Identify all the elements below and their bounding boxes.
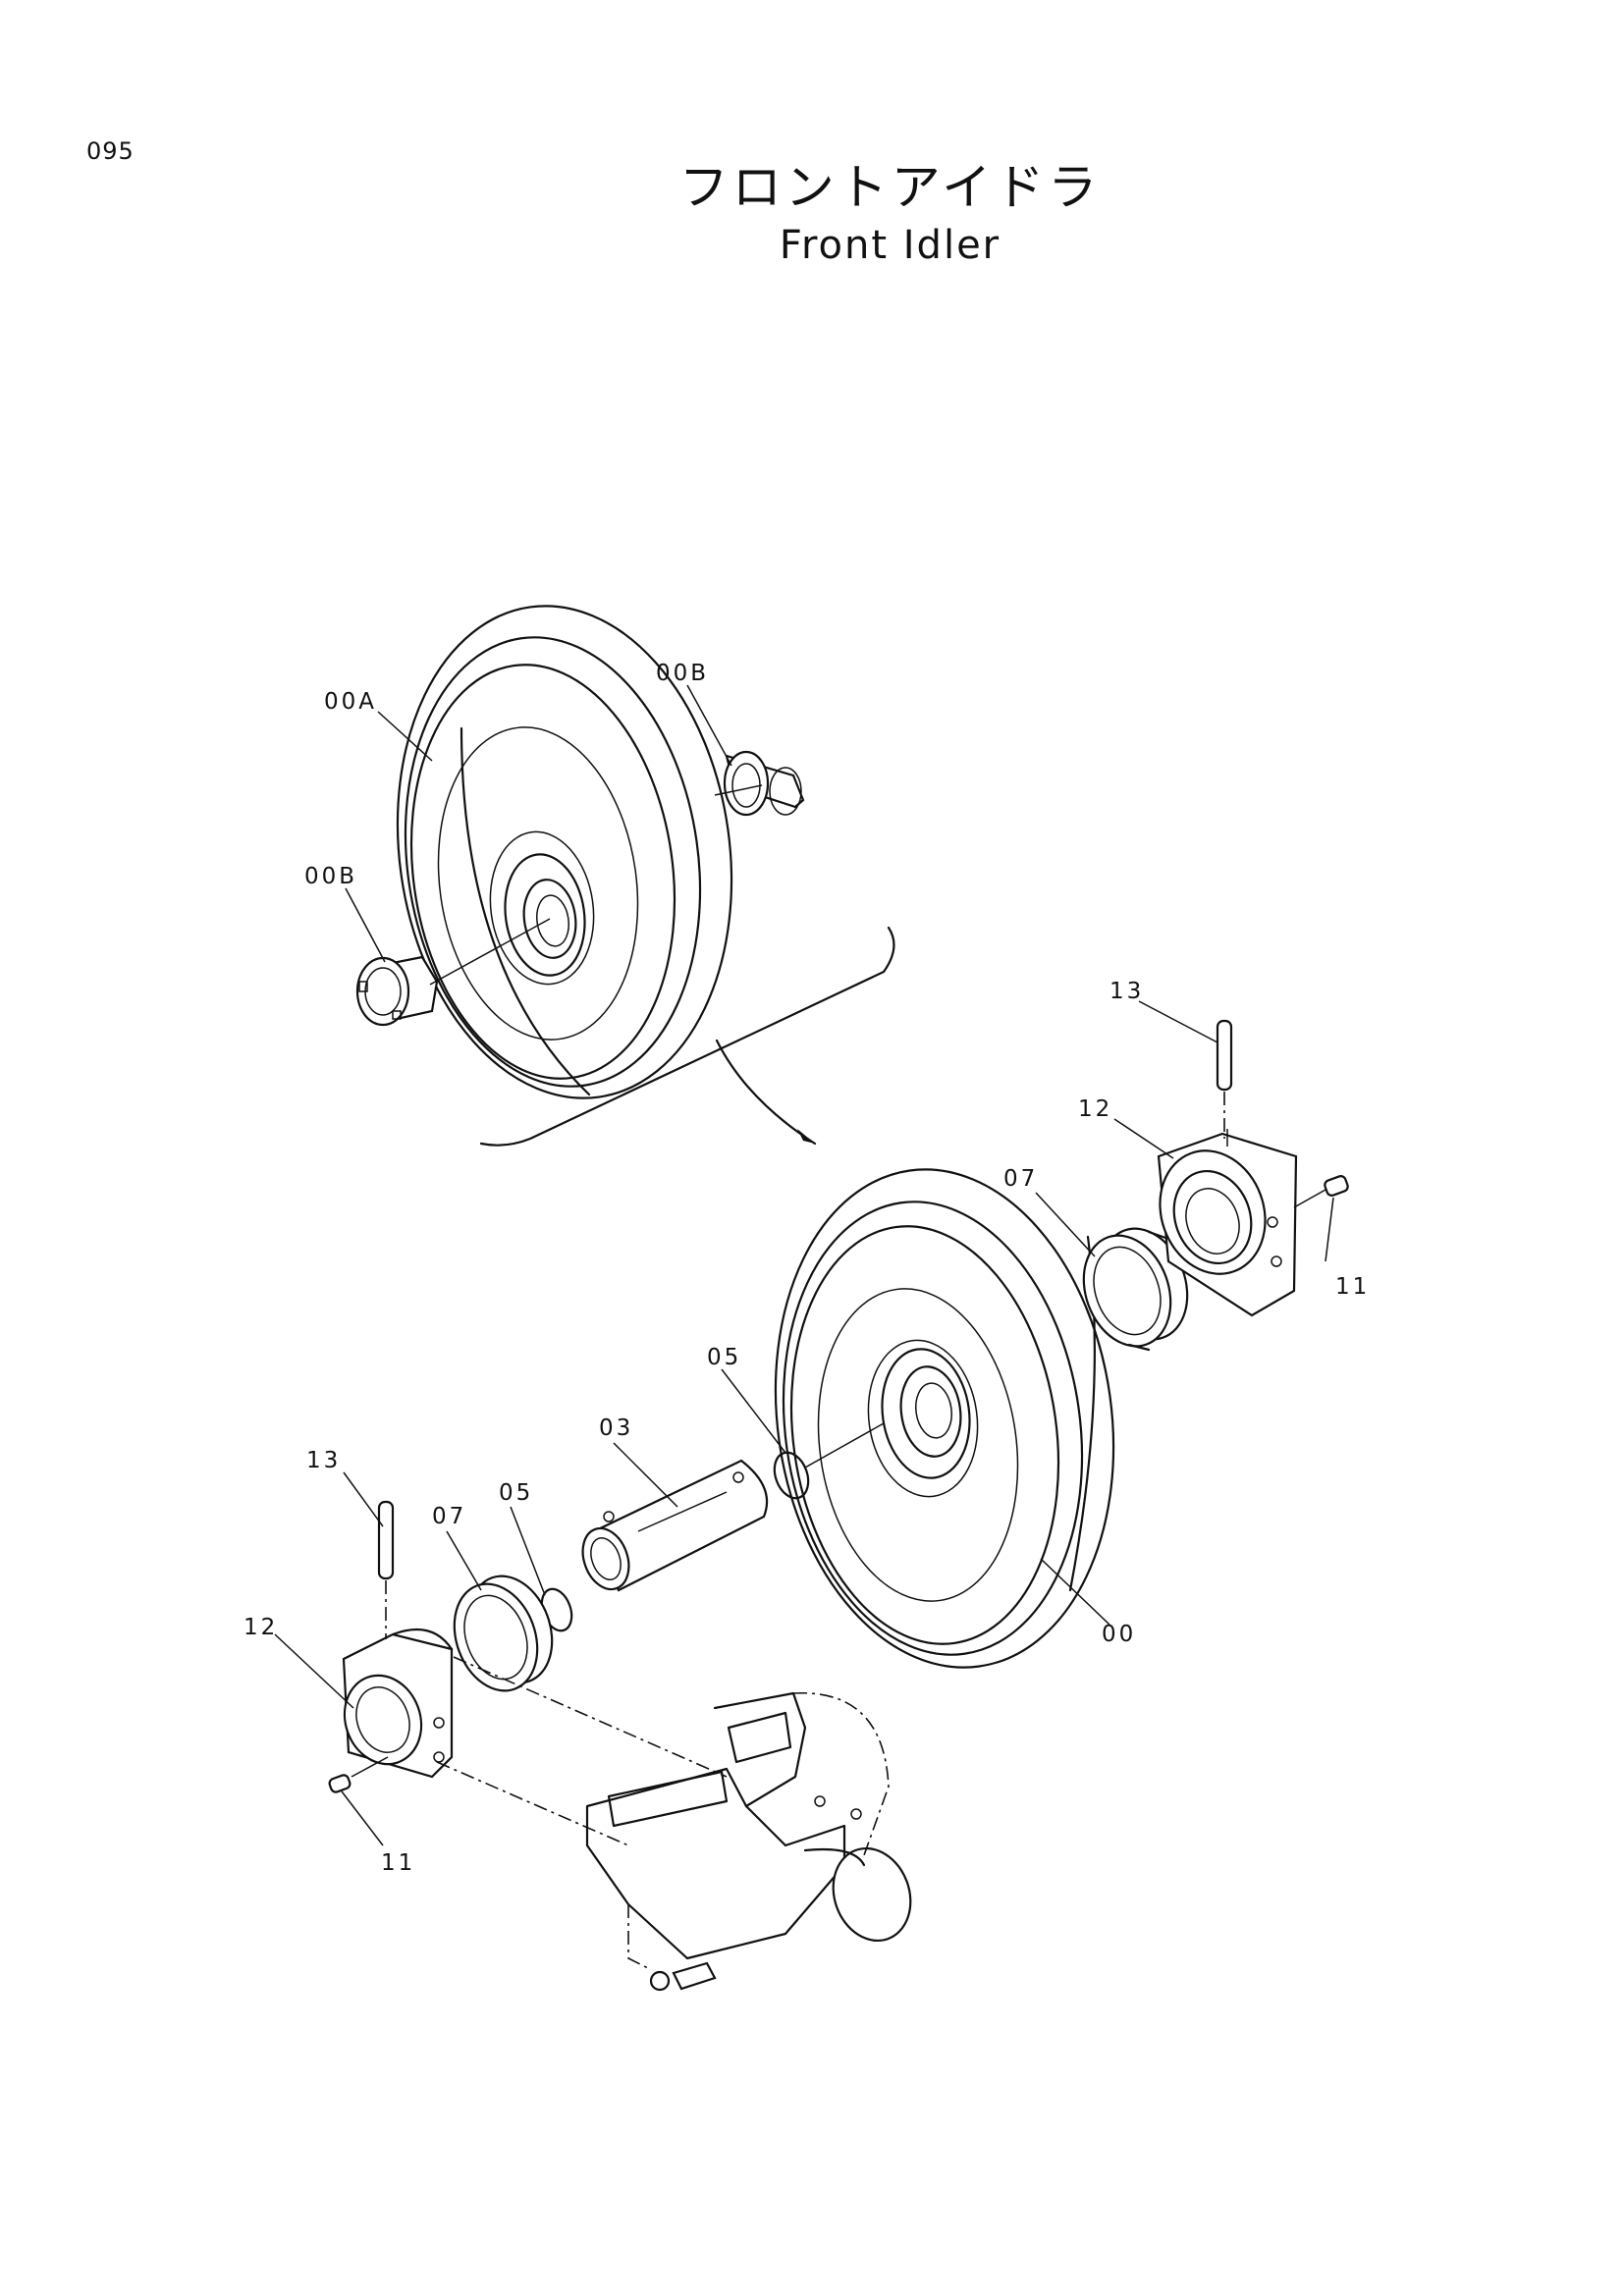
callout-13-right: 13	[1109, 979, 1144, 1004]
callout-03: 03	[599, 1415, 633, 1441]
idler-wheel-main	[774, 1168, 1115, 1669]
callout-07-right: 07	[1003, 1166, 1038, 1192]
callout-00B-lower: 00B	[304, 864, 357, 889]
pin-left	[377, 1500, 395, 1639]
seal-right	[1082, 1227, 1189, 1352]
plug-right	[1293, 1175, 1349, 1208]
callout-11-left: 11	[381, 1850, 415, 1876]
plug-left	[328, 1756, 389, 1793]
bushing-upper	[723, 750, 805, 817]
o-ring-right	[773, 1451, 810, 1500]
page-number: 095	[86, 137, 135, 165]
callout-12-left: 12	[243, 1615, 278, 1640]
shaft	[581, 1459, 769, 1592]
track-frame-yoke	[436, 1656, 912, 1969]
seal-left	[453, 1575, 554, 1692]
callout-11-right: 11	[1335, 1274, 1370, 1300]
support-bracket-left	[342, 1628, 454, 1779]
callout-00B-upper: 00B	[656, 661, 709, 686]
callout-00A: 00A	[324, 689, 377, 715]
callout-12-right: 12	[1078, 1096, 1112, 1122]
pin-right	[1216, 1019, 1233, 1139]
bolt-and-washer	[649, 1961, 717, 1992]
title-japanese: フロントアイドラ	[678, 159, 1102, 216]
idler-wheel-sub-assembly	[396, 605, 733, 1099]
callout-13-left: 13	[306, 1448, 341, 1473]
title-block: フロントアイドラ Front Idler	[0, 157, 1623, 273]
callout-05-left: 05	[499, 1480, 533, 1506]
support-bracket-right	[1157, 1129, 1298, 1317]
callout-05-right: 05	[707, 1345, 741, 1370]
bushing-lower	[355, 955, 439, 1027]
leader-lines	[274, 684, 1334, 1846]
callout-07-left: 07	[432, 1504, 466, 1529]
title-english: Front Idler	[779, 223, 1001, 268]
callout-00: 00	[1102, 1622, 1136, 1647]
